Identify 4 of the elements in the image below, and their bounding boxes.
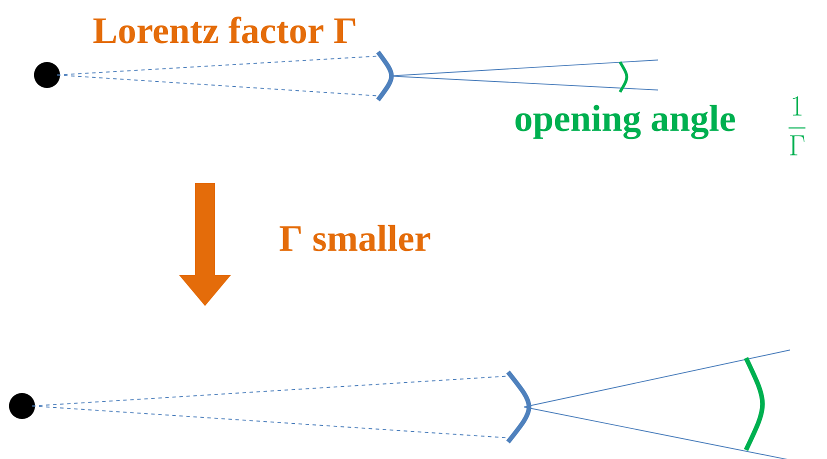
caption-text: opening angle: [516, 104, 735, 140]
fraction-formula: $\frac{1}{\Gamma}$: [788, 96, 806, 156]
caption-text: Lorentz factor Γ: [93, 16, 356, 44]
caption-text: Γ smaller: [280, 224, 430, 252]
